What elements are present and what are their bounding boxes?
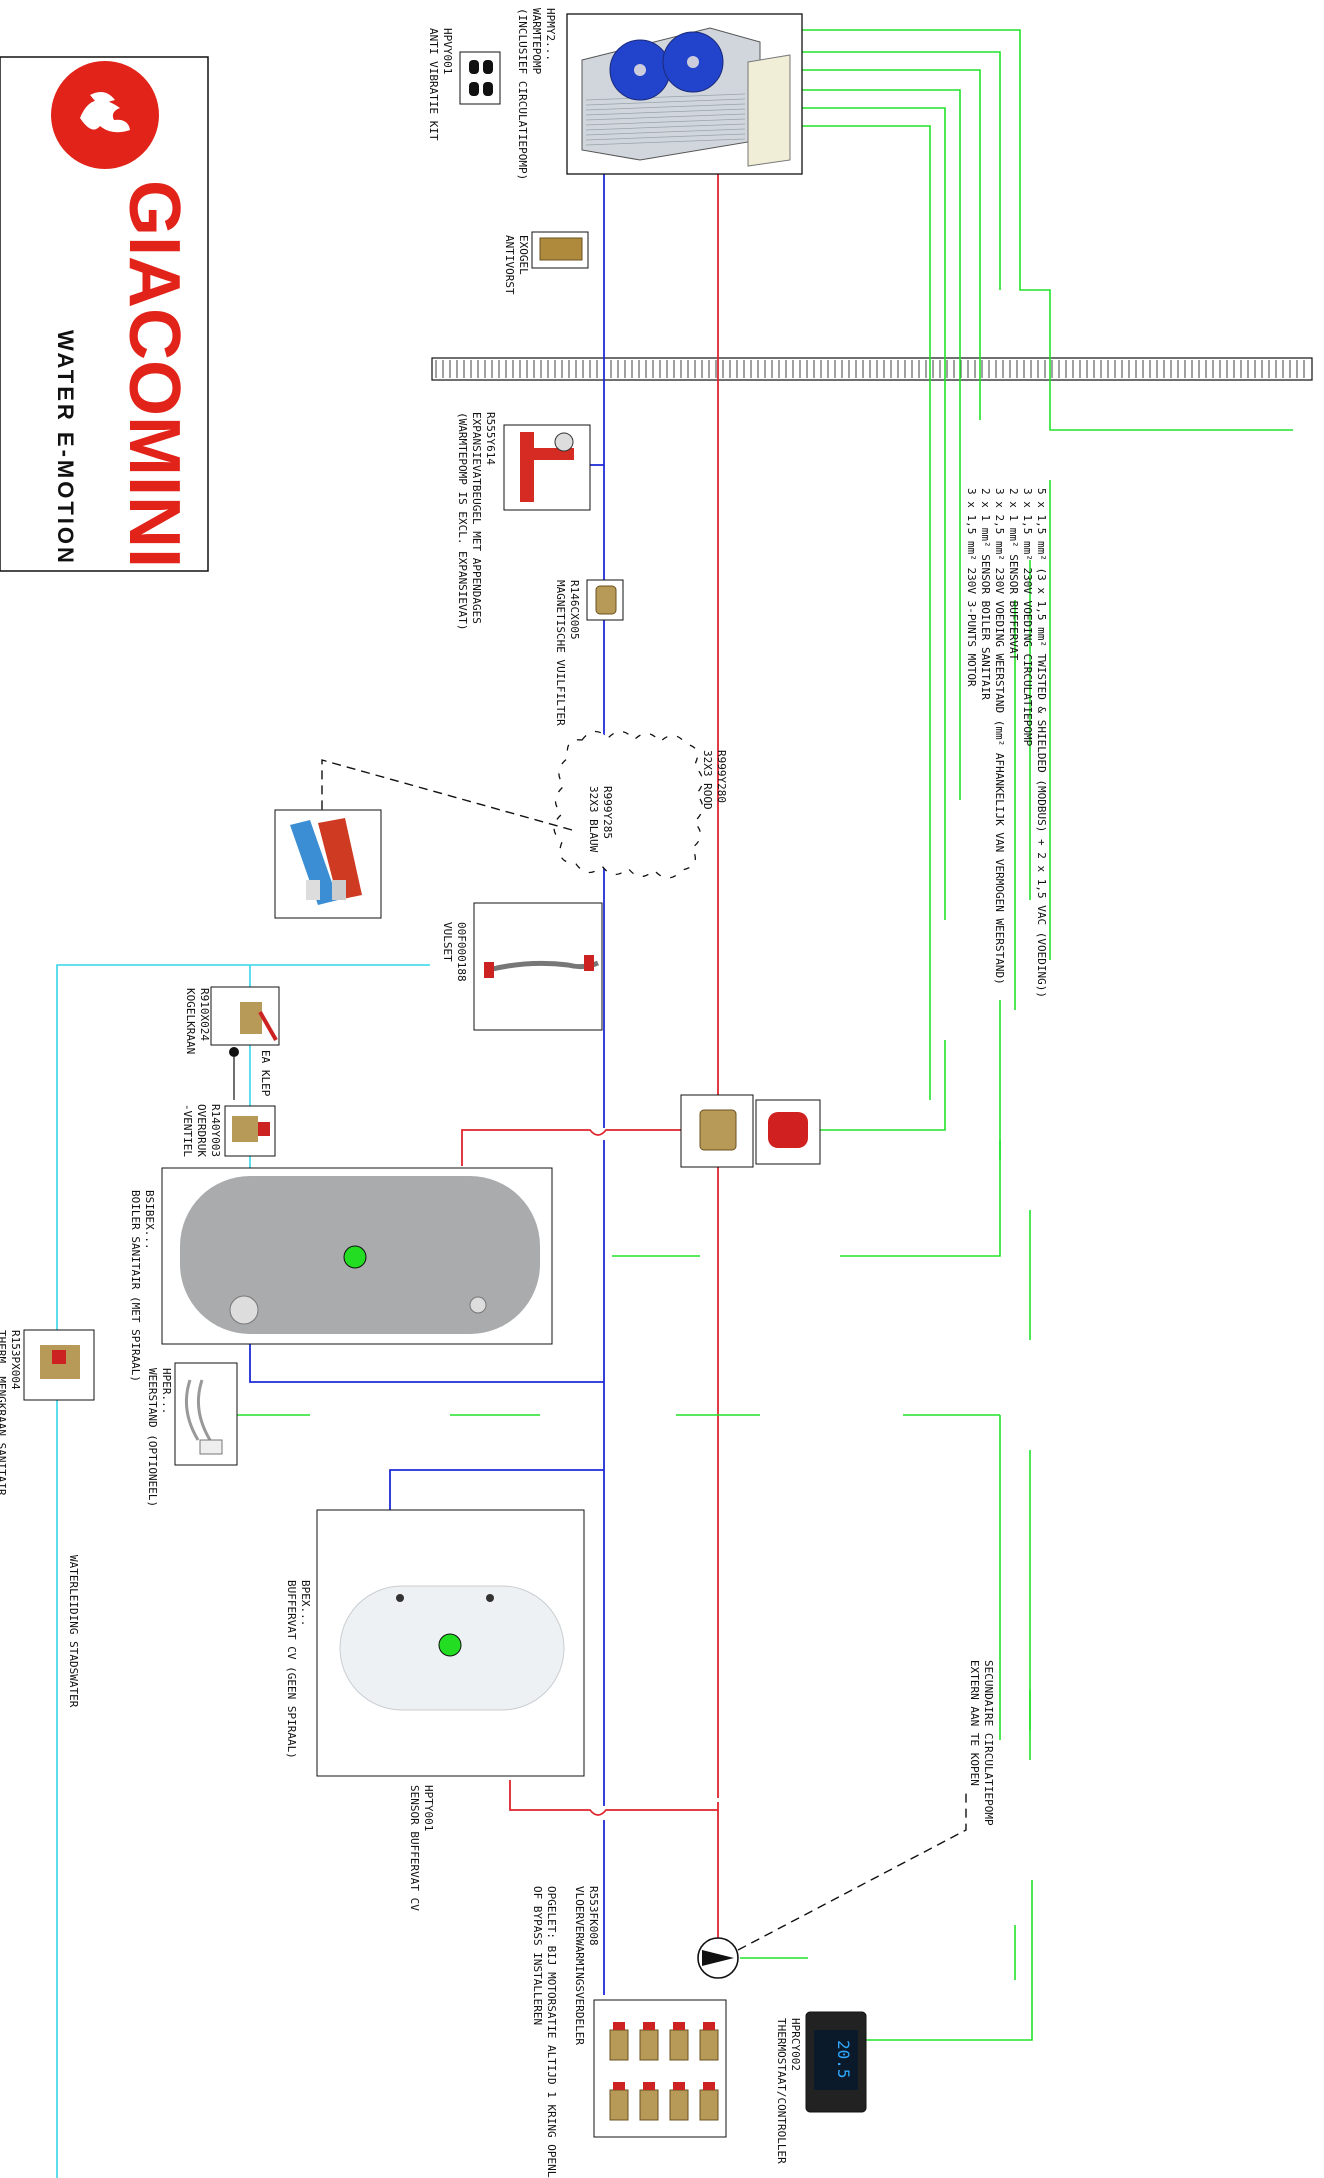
boiler-label: BOILER SANITAIR (MET SPIRAAL) xyxy=(129,1190,142,1382)
buffer-label: BUFFERVAT CV (GEEN SPIRAAL) xyxy=(285,1580,298,1759)
manifold-warning-2: OF BYPASS INSTALLEREN xyxy=(531,1886,544,2025)
cable-legend-3: 2 x 1 mm² SENSOR BUFFERVAT xyxy=(1007,488,1020,661)
three-way-motor-valve xyxy=(680,1094,821,1168)
pipe-blue-label: 32X3 BLAUW xyxy=(587,786,600,853)
anti-vibration-label: ANTI VIBRATIE KIT xyxy=(427,28,440,141)
relief-valve-code: R140Y003 xyxy=(209,1104,222,1157)
ball-valve: R910X024 KOGELKRAAN xyxy=(184,986,280,1054)
thermostat-display: 20.5 xyxy=(834,2040,853,2079)
logo-brand-text: GIACOMINI xyxy=(114,180,194,568)
heater-code: HPER... xyxy=(160,1368,173,1414)
fill-set-code: 00F000188 xyxy=(455,922,468,982)
manifold-warning: OPGELET: BIJ MOTORSATIE ALTIJD 1 KRING O… xyxy=(545,1886,558,2178)
secondary-pump-label: SECUNDAIRE CIRCULATIEPOMP xyxy=(982,1660,995,1826)
antifreeze-exogel: EXOGEL ANTIVORST xyxy=(503,231,589,295)
pipe-sample-image xyxy=(274,809,382,919)
expansion-label: EXPANSIEVATBEUGEL MET APPENDAGES xyxy=(470,412,483,624)
expansion-vessel-bracket: R555Y614 EXPANSIEVATBEUGEL MET APPENDAGE… xyxy=(456,412,591,631)
heater-label: WEERSTAND (OPTIONEEL) xyxy=(146,1368,159,1507)
antifreeze-label-2: ANTIVORST xyxy=(503,235,516,295)
mixing-valve-label: THERM. MENGKRAAN SANITAIR xyxy=(0,1330,8,1496)
heat-pump-code: HPMY2... xyxy=(544,8,557,61)
buffer-sensor-code: HPTY001 xyxy=(422,1785,435,1831)
logo-tagline-text: WATER E-MOTION xyxy=(53,330,78,566)
relief-valve-label: OVERDRUK xyxy=(195,1104,208,1157)
ball-valve-code: R910X024 xyxy=(198,988,211,1041)
fill-set-label: VULSET xyxy=(441,922,454,962)
relief-valve-label-2: -VENTIEL xyxy=(181,1104,194,1157)
antifreeze-label: EXOGEL xyxy=(517,235,530,275)
thermostat-label: THERMOSTAAT/CONTROLLER xyxy=(775,2018,788,2164)
boiler-code: BSIBEX... xyxy=(143,1190,156,1250)
pipe-blue-code: R999Y285 xyxy=(601,786,614,839)
heat-pump-unit: HPMY2... WARMTEPOMP (INCLUSIEF CIRCULATI… xyxy=(516,8,803,180)
check-valve-label: EA KLEP xyxy=(259,1050,272,1097)
buffer-sensor-label: SENSOR BUFFERVAT CV xyxy=(408,1785,421,1911)
secondary-circulation-pump: SECUNDAIRE CIRCULATIEPOMP EXTERN AAN TE … xyxy=(697,1660,995,1979)
filter-code: R146CX005 xyxy=(568,580,581,640)
filter-label: MAGNETISCHE VUILFILTER xyxy=(554,580,567,726)
magnetic-filter: R146CX005 MAGNETISCHE VUILFILTER xyxy=(554,579,624,726)
cable-legend-1: 5 x 1,5 mm² (3 x 1,5 mm² TWISTED & SHIEL… xyxy=(1035,488,1048,998)
thermostatic-mixing-valve: R153PX004 THERM. MENGKRAAN SANITAIR xyxy=(0,1329,95,1496)
floor-heating-manifold: R553FK008 VLOERVERWARMINGSVERDELER OPGEL… xyxy=(531,1886,727,2178)
exterior-wall xyxy=(431,357,1313,381)
pipe-red-label: 32X3 ROOD xyxy=(701,750,714,810)
check-valve: EA KLEP xyxy=(229,1047,272,1100)
cable-legend-4: 3 x 2,5 mm² 230V VOEDING WEERSTAND (mm² … xyxy=(993,488,1006,985)
cable-legend: 5 x 1,5 mm² (3 x 1,5 mm² TWISTED & SHIEL… xyxy=(965,488,1048,998)
boiler-sensor-icon xyxy=(343,1245,367,1269)
pipe-callout-cloud: R999Y280 32X3 ROOD R999Y285 32X3 BLAUW xyxy=(321,730,728,879)
thermostat-controller: 20.5 HPRCY002 THERMOSTAAT/CONTROLLER xyxy=(775,2011,867,2164)
thermostat-code: HPRCY002 xyxy=(789,2018,802,2071)
heat-pump-label-2: (INCLUSIEF CIRCULATIEPOMP) xyxy=(516,8,529,180)
electric-heater: HPER... WEERSTAND (OPTIONEEL) xyxy=(146,1362,238,1507)
cable-legend-6: 3 x 1,5 mm² 230V 3-PUNTS MOTOR xyxy=(965,488,978,687)
pipe-red-code: R999Y280 xyxy=(715,750,728,803)
mixing-valve-code: R153PX004 xyxy=(9,1330,22,1390)
buffer-sensor-icon xyxy=(438,1633,462,1657)
return-pipe-blue xyxy=(249,170,605,1995)
city-water-label: WATERLEIDING STADSWATER xyxy=(67,1555,80,1708)
sanitary-boiler: BSIBEX... BOILER SANITAIR (MET SPIRAAL) xyxy=(129,1167,553,1382)
pressure-relief-valve: R140Y003 OVERDRUK -VENTIEL xyxy=(181,1104,276,1157)
secondary-pump-label-2: EXTERN AAN TE KOPEN xyxy=(968,1660,981,1786)
anti-vibration-code: HPVY001 xyxy=(441,28,454,74)
expansion-label-2: (WARMTEPOMP IS EXCL. EXPANSIEVAT) xyxy=(456,412,469,631)
supply-pipe-red xyxy=(461,170,719,1968)
ball-valve-label: KOGELKRAAN xyxy=(184,988,197,1054)
manifold-code: R553FK008 xyxy=(587,1886,600,1946)
cable-legend-2: 3 x 1,5 mm² 230V VOEDING CIRCULATIEPOMP xyxy=(1021,488,1034,747)
heat-pump-label: WARMTEPOMP xyxy=(530,8,543,75)
anti-vibration-kit: HPVY001 ANTI VIBRATIE KIT xyxy=(427,28,501,141)
giacomini-logo: GIACOMINI WATER E-MOTION xyxy=(0,56,209,572)
buffer-code: BPEX... xyxy=(299,1580,312,1626)
cable-legend-5: 2 x 1 mm² SENSOR BOILER SANITAIR xyxy=(979,488,992,700)
buffer-tank: BPEX... BUFFERVAT CV (GEEN SPIRAAL) xyxy=(285,1509,585,1777)
fill-set: 00F000188 VULSET xyxy=(441,902,603,1031)
expansion-code: R555Y614 xyxy=(484,412,497,465)
manifold-label: VLOERVERWARMINGSVERDELER xyxy=(573,1886,586,2045)
